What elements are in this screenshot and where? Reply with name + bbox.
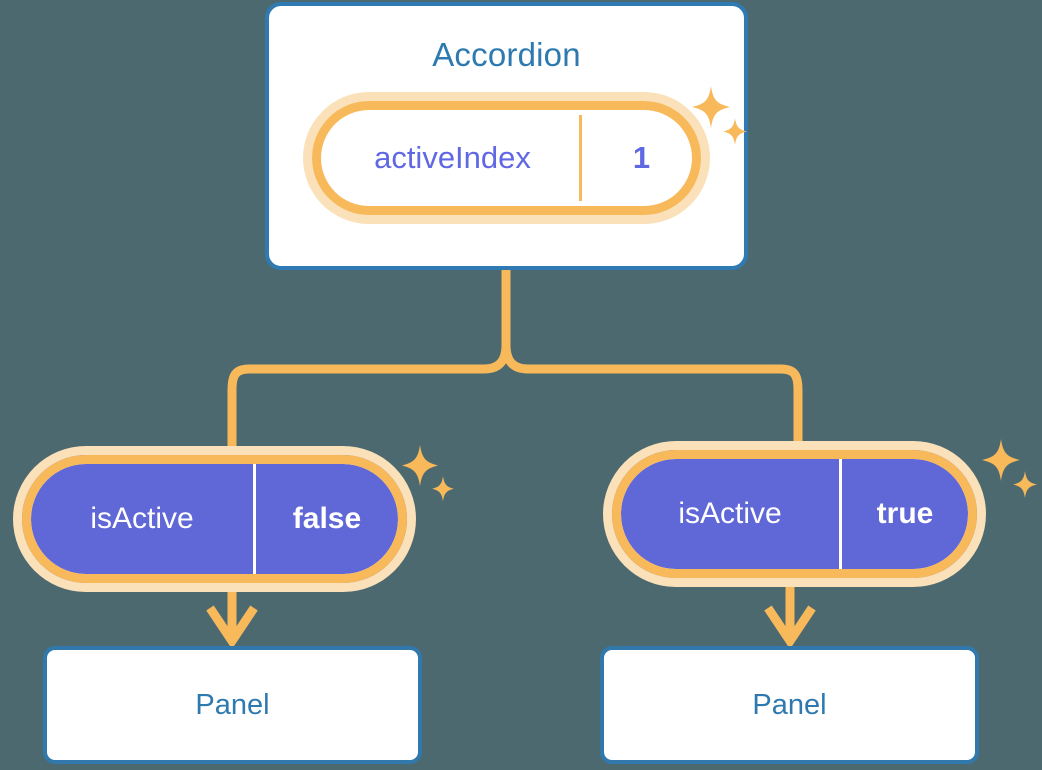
prop-pill-isactive-true[interactable]: isActive true xyxy=(612,450,977,578)
state-pill-key: activeIndex xyxy=(374,140,531,175)
prop-pill-value-right: true xyxy=(839,459,968,569)
state-pill-row: activeIndex 1 xyxy=(312,101,701,215)
connector-branch-left xyxy=(227,344,511,455)
panel-component-left[interactable]: Panel xyxy=(43,646,422,764)
panel-label-left: Panel xyxy=(195,688,270,721)
prop-pill-row-right: isActive true xyxy=(621,459,968,569)
prop-pill-key-left: isActive xyxy=(90,502,194,535)
state-pill-activeindex[interactable]: activeIndex 1 xyxy=(312,101,701,215)
panel-label-right: Panel xyxy=(752,688,827,721)
state-pill-value: 1 xyxy=(579,115,701,201)
sparkle-icon xyxy=(402,445,454,502)
prop-pill-value-left: false xyxy=(253,464,398,574)
prop-pill-isactive-false[interactable]: isActive false xyxy=(22,455,407,583)
panel-component-right[interactable]: Panel xyxy=(600,646,979,764)
prop-pill-key-right: isActive xyxy=(678,497,782,530)
sparkle-icon xyxy=(982,439,1037,498)
prop-pill-row-left: isActive false xyxy=(31,464,398,574)
arrow-down-icon-right xyxy=(764,605,816,650)
accordion-title: Accordion xyxy=(432,36,581,73)
connector-branch-right xyxy=(501,344,803,450)
arrow-down-icon-left xyxy=(206,605,258,650)
